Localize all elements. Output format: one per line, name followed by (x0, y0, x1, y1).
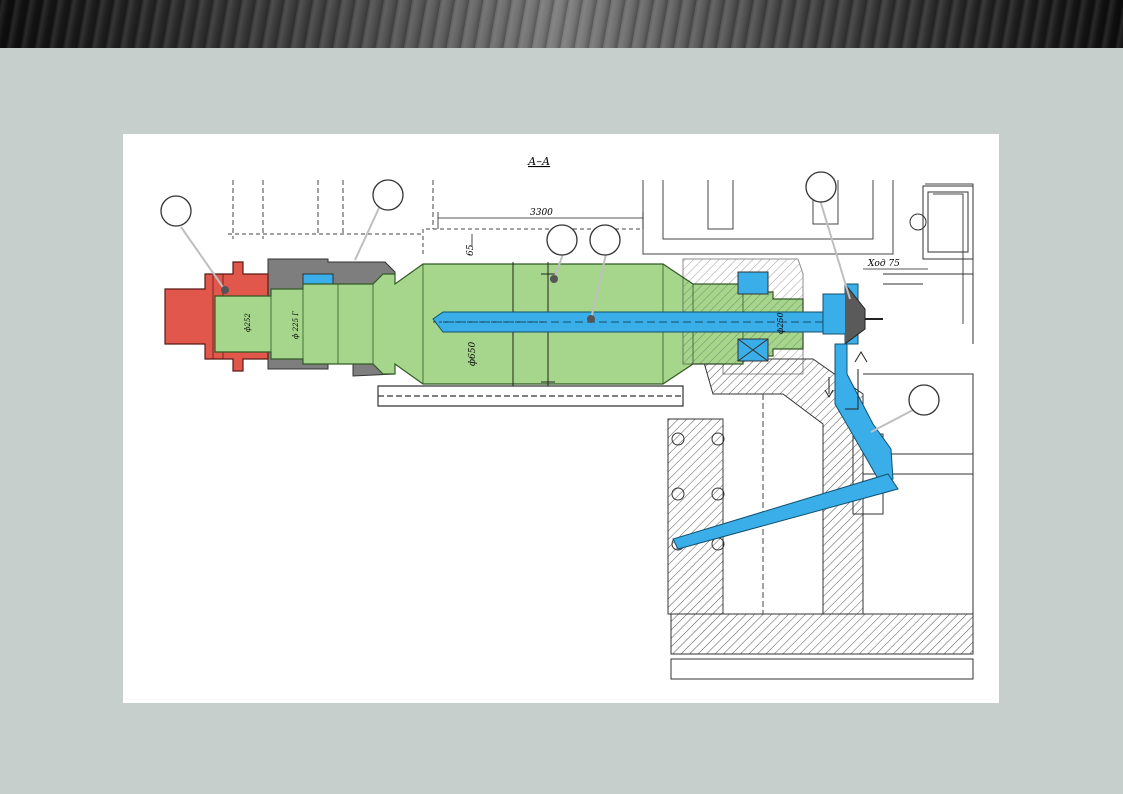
callout-circle-roll-body (546, 224, 578, 256)
callout-dot-roll (550, 275, 558, 283)
dimension-lines (433, 212, 928, 323)
axial-cooling-channel (432, 311, 829, 333)
rotary-joint (822, 283, 883, 345)
dim-shaft-a-label: ф 225 Г (292, 311, 300, 339)
dim-diameter-250-label: ф250 (776, 312, 785, 334)
callout-circle-flange (160, 195, 192, 227)
callout-circle-coolant-pipe (908, 384, 940, 416)
technical-drawing: А–А 3300 65 ф650 ф250 Ход 75 ф 225 Г ф25… (123, 134, 999, 703)
callout-circle-cooling-channel (589, 224, 621, 256)
callout-dot-channel (587, 315, 595, 323)
callout-circle-rotary-joint (805, 171, 837, 203)
dim-diameter-650-label: ф650 (468, 342, 478, 366)
right-frame-detail (883, 185, 974, 344)
machine-frame (667, 358, 974, 680)
base-rail (377, 385, 684, 407)
dim-65-label: 65 (466, 244, 476, 256)
coolant-pipe (672, 343, 899, 550)
top-banner (0, 0, 1123, 48)
drawing-canvas: А–А 3300 65 ф650 ф250 Ход 75 ф 225 Г ф25… (160, 155, 974, 680)
callout-circle-bearing-housing (372, 179, 404, 211)
dim-stroke-label: Ход 75 (867, 259, 900, 269)
dim-shaft-b-label: ф252 (244, 313, 252, 332)
callout-dot-flange (221, 286, 229, 294)
section-label: А–А (527, 155, 550, 168)
dim-length-label: 3300 (530, 208, 553, 218)
callout-leaders (180, 199, 914, 433)
